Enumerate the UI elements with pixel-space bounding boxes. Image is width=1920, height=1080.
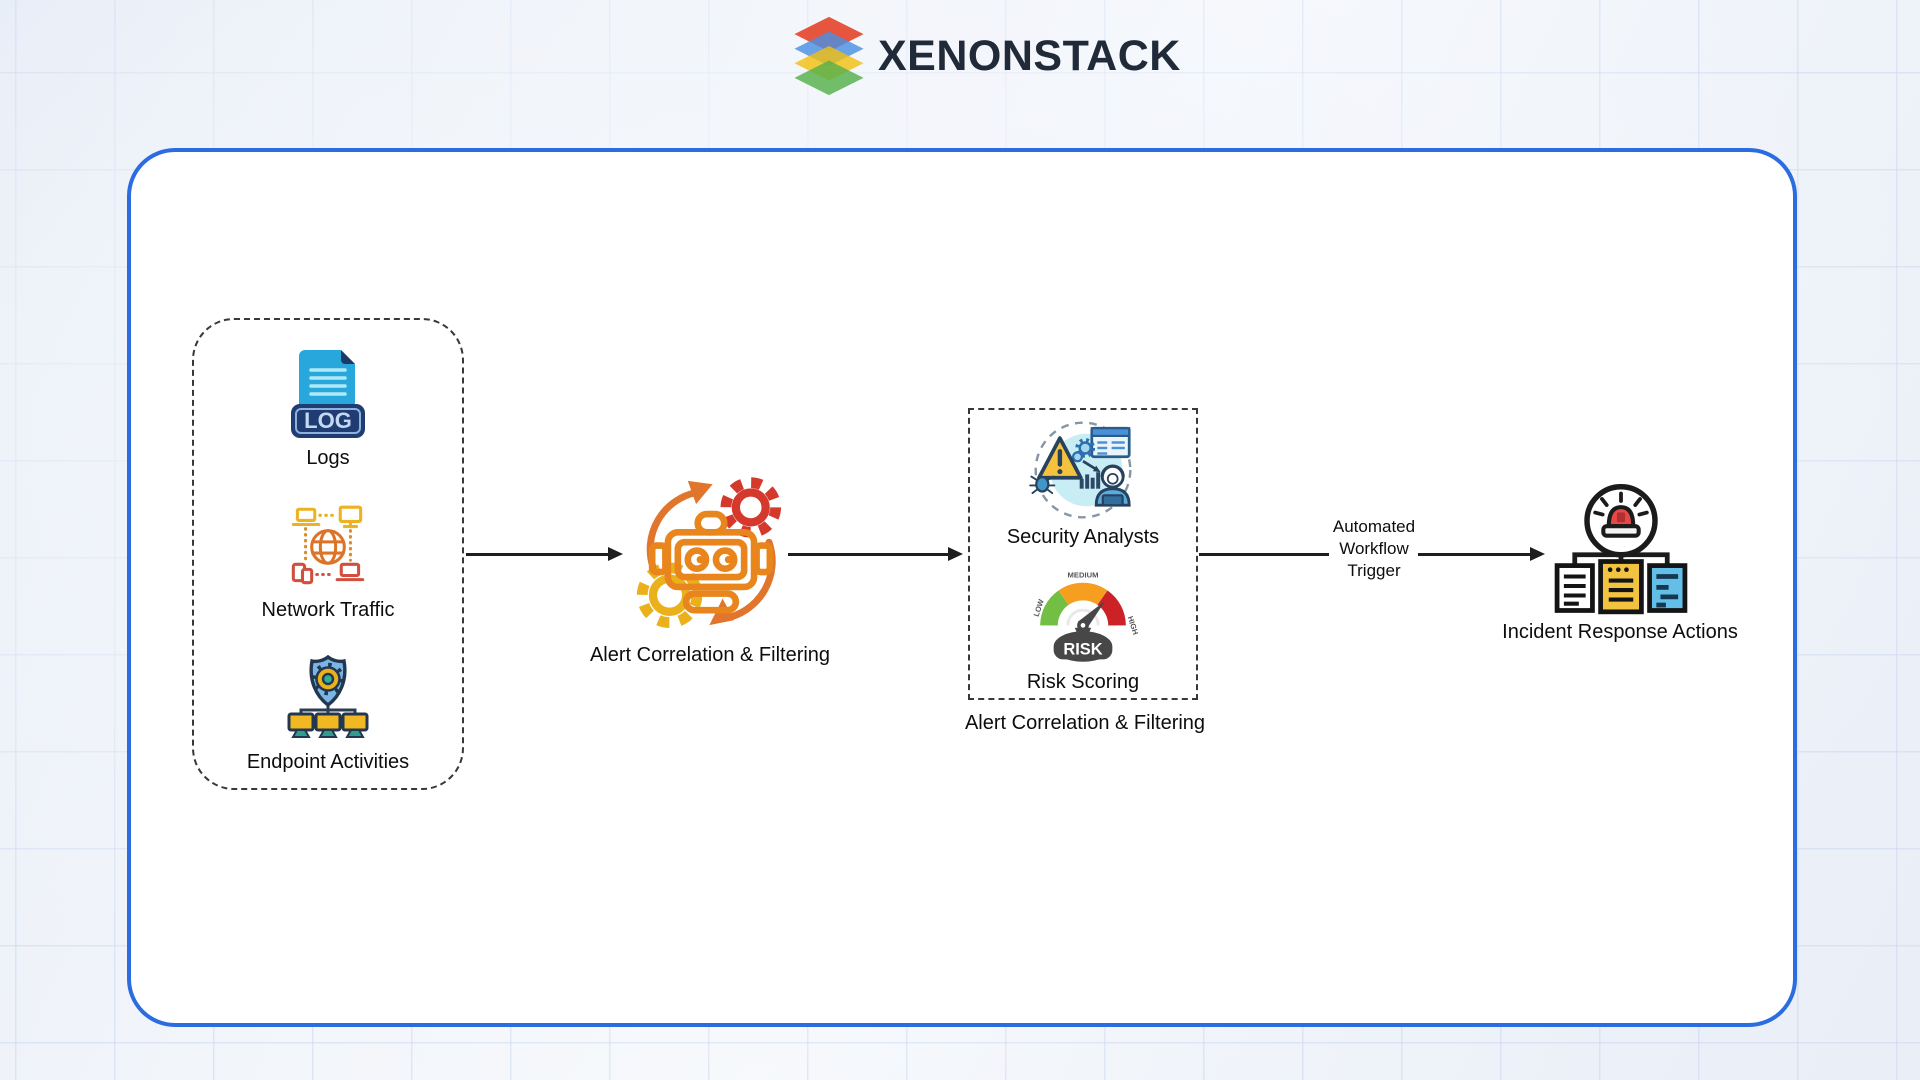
robot-sync-gears-icon [628,466,794,640]
brand-logo: XENONSTACK [788,16,1181,96]
log-badge-text: LOG [304,408,352,433]
log-file-icon: LOG [278,344,378,446]
flow-arrowhead [1530,547,1545,561]
triage-group-label: Alert Correlation & Filtering [964,712,1206,734]
endpoint-activities-icon [276,652,380,750]
node-network-traffic: Network Traffic [262,500,395,622]
node-label: Risk Scoring [1026,671,1140,693]
flow-arrowhead [948,547,963,561]
data-sources-group: LOG Logs [192,318,464,790]
flow-arrowhead [608,547,623,561]
node-endpoint-activities: Endpoint Activities [247,652,409,774]
triage-group: Security Analysts LOW MEDIUM HIGH [968,408,1198,700]
response-label: Incident Response Actions [1502,621,1738,643]
node-logs: LOG Logs [278,344,378,470]
trigger-line-3: Trigger [1347,560,1401,580]
correlation-label: Alert Correlation & Filtering [589,644,831,666]
flow-arrow-sources-to-correlation [466,553,610,556]
gauge-high-label: HIGH [1126,615,1140,636]
network-traffic-icon [277,500,379,598]
flow-arrow-correlation-to-triage [788,553,950,556]
node-label: Network Traffic [261,599,395,621]
flow-arrow-triage-to-response-right [1418,553,1532,556]
security-analyst-icon [1026,415,1140,525]
node-label: Security Analysts [1006,526,1160,548]
flow-arrow-triage-to-response-left [1199,553,1329,556]
node-security-analysts: Security Analysts [1007,415,1159,549]
trigger-line-2: Workflow [1339,538,1409,558]
incident-alarm-icon [1545,484,1697,620]
gauge-medium-label: MEDIUM [1068,570,1099,579]
risk-gauge-icon: LOW MEDIUM HIGH RISK [1024,562,1142,670]
brand-name: XENONSTACK [878,31,1181,80]
trigger-label: Automated Workflow Trigger [1316,516,1432,581]
node-risk-scoring: LOW MEDIUM HIGH RISK Risk Scoring [1024,562,1142,694]
diagram-card [127,148,1797,1027]
node-label: Endpoint Activities [246,751,410,773]
layered-stack-icon [788,16,870,96]
gauge-center-label: RISK [1063,641,1102,659]
trigger-line-1: Automated [1332,517,1416,536]
node-label: Logs [306,447,350,469]
